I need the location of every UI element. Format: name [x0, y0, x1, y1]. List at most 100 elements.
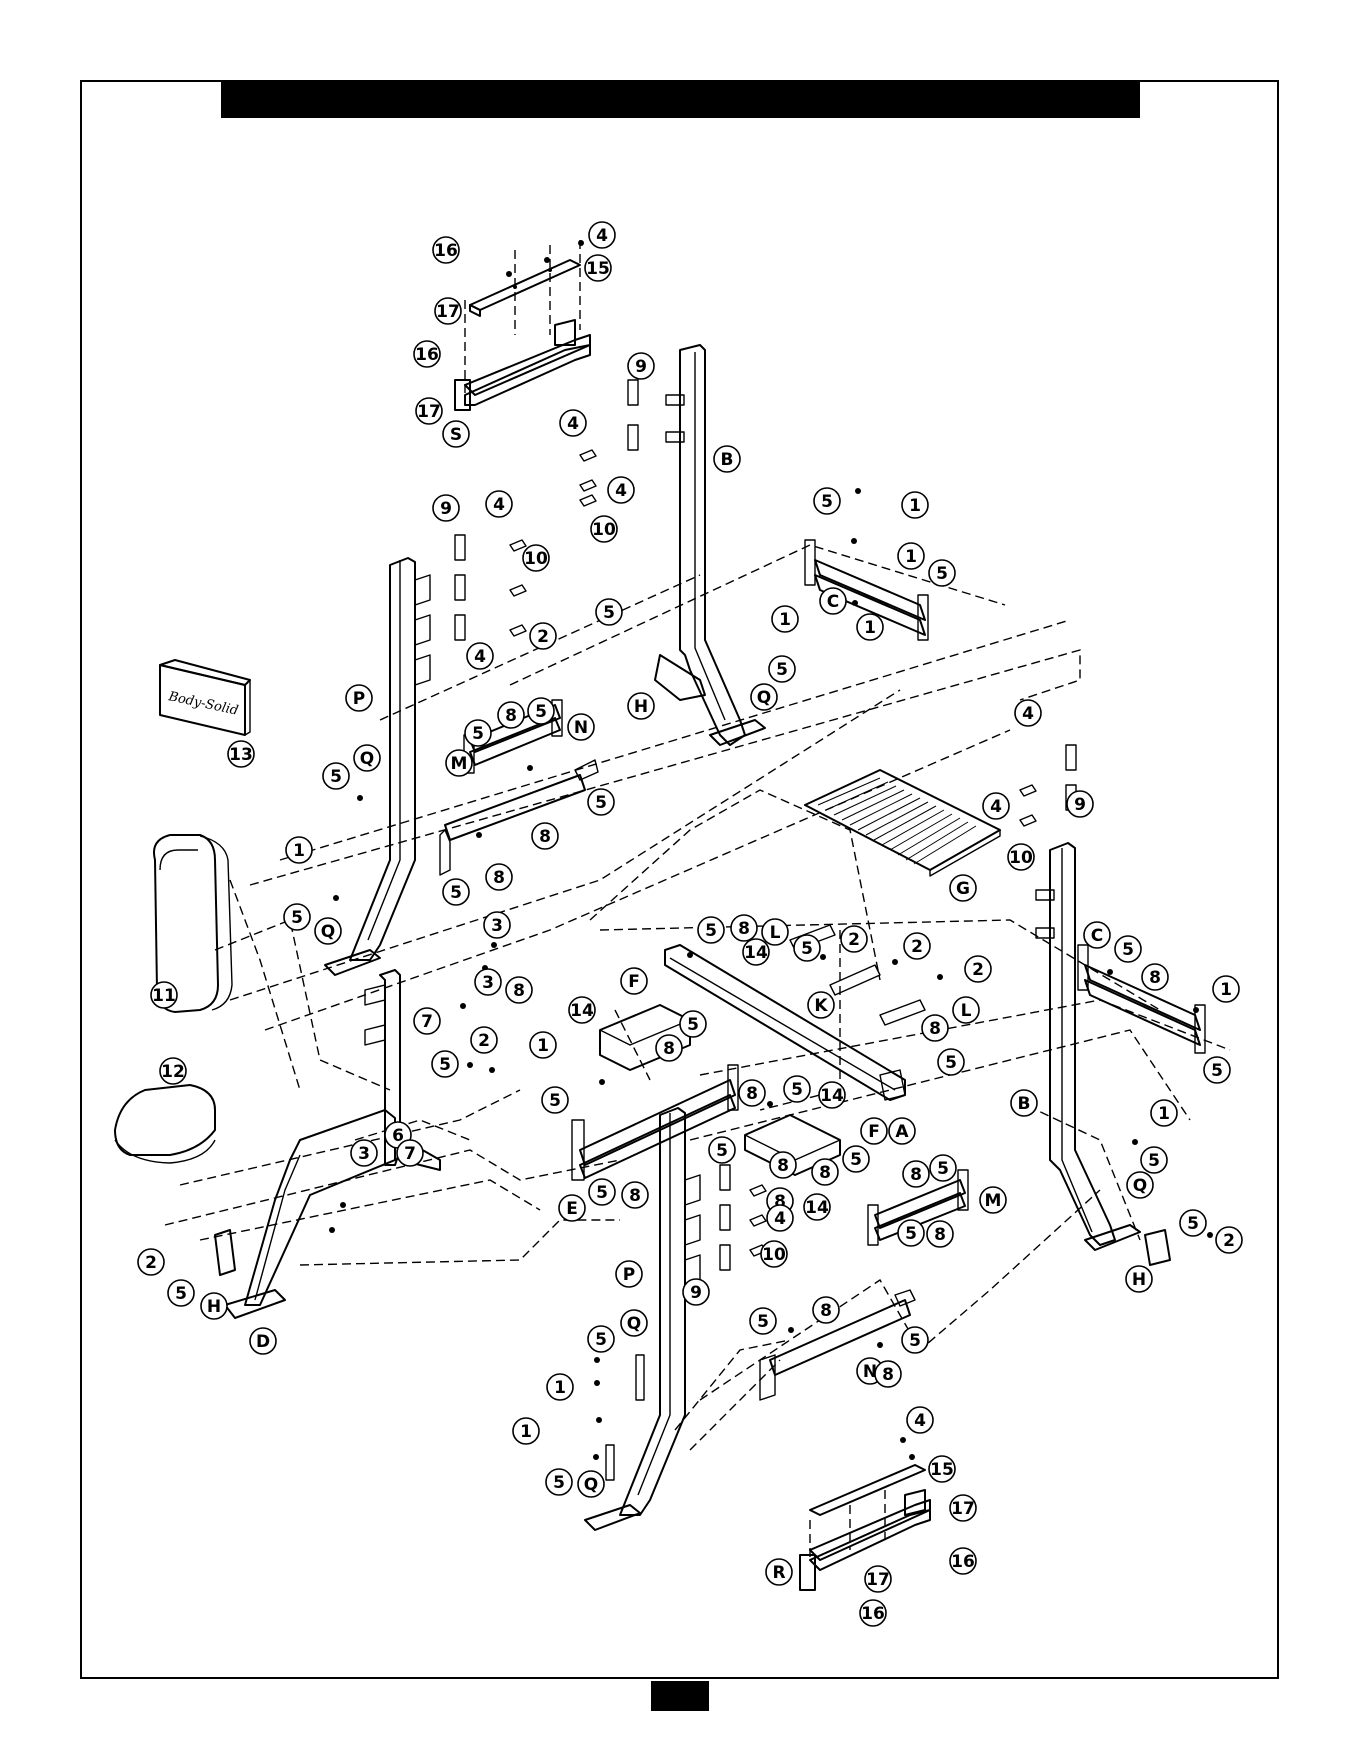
part-callout: F — [620, 967, 648, 995]
callout-label: 5 — [936, 564, 948, 584]
callout-circle — [897, 542, 925, 570]
callout-circle — [928, 559, 956, 587]
part-callout: C — [819, 587, 847, 615]
callout-label: 1 — [1220, 980, 1232, 1000]
callout-label: M — [985, 1191, 1002, 1211]
callout-label: 9 — [440, 499, 452, 519]
part-callout: 10 — [760, 1240, 788, 1268]
part-callout: 9 — [627, 352, 655, 380]
callout-label: L — [961, 1001, 972, 1021]
callout-label: 8 — [774, 1192, 786, 1212]
part-callout: 5 — [679, 1010, 707, 1038]
callout-circle — [588, 1178, 616, 1206]
callout-circle — [1212, 975, 1240, 1003]
callout-label: 5 — [439, 1055, 451, 1075]
cross-member-m-front — [867, 1169, 969, 1246]
callout-label: 16 — [861, 1604, 885, 1624]
part-callout: 8 — [621, 1181, 649, 1209]
callout-label: H — [634, 697, 648, 717]
callout-circle — [621, 1181, 649, 1209]
part-callout: 17 — [864, 1565, 892, 1593]
callout-circle — [285, 836, 313, 864]
logo-text: Body-Solid — [166, 689, 239, 719]
callout-label: 2 — [972, 960, 984, 980]
part-callout: 4 — [588, 221, 616, 249]
callout-circle — [874, 1360, 902, 1388]
callout-label: 4 — [493, 495, 505, 515]
part-callout: 5 — [928, 559, 956, 587]
part-callout: P — [345, 684, 373, 712]
part-callout: 4 — [466, 642, 494, 670]
callout-circle — [738, 1079, 766, 1107]
part-callout: 7 — [396, 1139, 424, 1167]
callout-circle — [1125, 1265, 1153, 1293]
part-callout: 8 — [531, 822, 559, 850]
callout-label: 17 — [436, 302, 460, 322]
callout-label: H — [1132, 1270, 1146, 1290]
callout-label: 8 — [738, 919, 750, 939]
callout-label: Q — [1133, 1176, 1147, 1196]
cross-member-c-front — [1077, 944, 1206, 1054]
part-callout: 17 — [415, 397, 443, 425]
part-callout: D — [249, 1327, 277, 1355]
callout-circle — [1215, 1226, 1243, 1254]
part-callout: 5 — [793, 934, 821, 962]
callout-circle — [1141, 963, 1169, 991]
callout-label: 3 — [358, 1144, 370, 1164]
callout-label: 5 — [716, 1141, 728, 1161]
callout-label: 5 — [450, 883, 462, 903]
callout-circle — [522, 544, 550, 572]
callout-label: 5 — [1187, 1214, 1199, 1234]
part-callout: 5 — [901, 1326, 929, 1354]
part-callout: 5 — [897, 1219, 925, 1247]
callout-circle — [860, 1117, 888, 1145]
callout-label: 4 — [1022, 704, 1034, 724]
callout-circle — [587, 1325, 615, 1353]
part-callout: 4 — [485, 490, 513, 518]
callout-circle — [607, 476, 635, 504]
callout-label: 5 — [1211, 1061, 1223, 1081]
part-callout: 8 — [497, 701, 525, 729]
callout-label: 10 — [524, 549, 548, 569]
part-callout: 8 — [874, 1360, 902, 1388]
callout-circle — [766, 1204, 794, 1232]
callout-circle — [708, 1136, 736, 1164]
main-spine-a — [664, 924, 926, 1101]
callout-label: B — [721, 450, 734, 470]
callout-circle — [888, 1117, 916, 1145]
callout-circle — [413, 1007, 441, 1035]
callout-label: 5 — [909, 1331, 921, 1351]
part-callout: 3 — [474, 968, 502, 996]
callout-circle — [541, 1086, 569, 1114]
part-callout: 16 — [949, 1547, 977, 1575]
part-callout: 17 — [949, 1494, 977, 1522]
callout-circle — [497, 701, 525, 729]
callout-circle — [620, 1309, 648, 1337]
upright-p-front — [584, 1107, 701, 1531]
callout-label: 2 — [848, 930, 860, 950]
callout-circle — [903, 932, 931, 960]
callout-label: 1 — [537, 1036, 549, 1056]
upright-b-front-right — [1035, 842, 1141, 1251]
part-callout: 8 — [769, 1151, 797, 1179]
callout-label: 8 — [663, 1039, 675, 1059]
callout-circle — [818, 1081, 846, 1109]
part-callout: 2 — [964, 955, 992, 983]
callout-label: 5 — [757, 1312, 769, 1332]
part-callout: Q — [750, 683, 778, 711]
callout-label: D — [256, 1332, 270, 1352]
part-callout: 2 — [470, 1026, 498, 1054]
callout-label: 12 — [161, 1062, 185, 1082]
callout-circle — [505, 976, 533, 1004]
callout-label: 9 — [1074, 795, 1086, 815]
callout-circle — [949, 1494, 977, 1522]
part-callout: 5 — [697, 916, 725, 944]
part-callout: 2 — [903, 932, 931, 960]
callout-label: N — [574, 718, 588, 738]
part-callout: 5 — [783, 1075, 811, 1103]
callout-label: 9 — [690, 1283, 702, 1303]
callout-circle — [485, 490, 513, 518]
upright-b-rear — [665, 344, 766, 746]
callout-circle — [314, 917, 342, 945]
